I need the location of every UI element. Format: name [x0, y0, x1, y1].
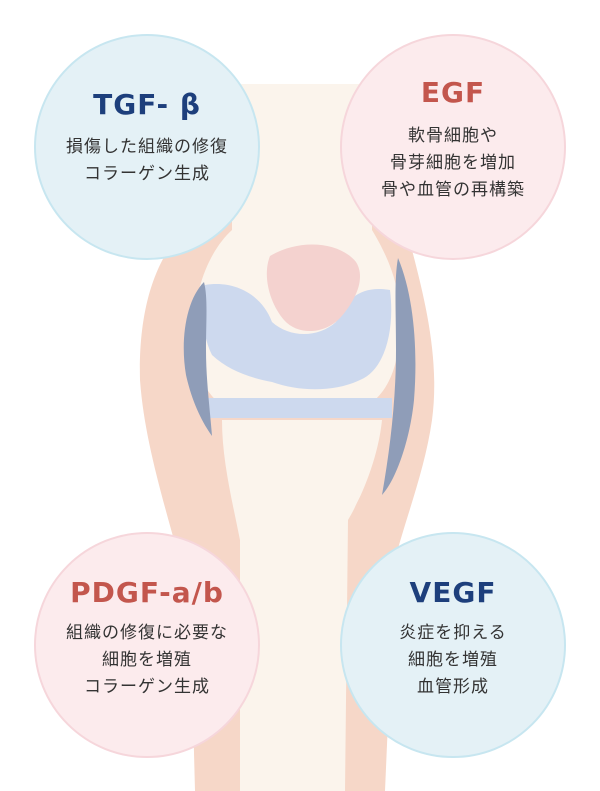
medial-meniscus — [183, 282, 212, 436]
egf-line-3: 骨や血管の再構築 — [381, 180, 525, 200]
vegf-title: VEGF — [409, 576, 497, 609]
vegf-line-1: 炎症を抑える — [399, 623, 507, 643]
egf-circle: EGF 軟骨細胞や 骨芽細胞を増加 骨や血管の再構築 — [340, 34, 566, 260]
egf-title: EGF — [420, 76, 486, 109]
fibula — [350, 470, 390, 600]
egf-line-2: 骨芽細胞を増加 — [390, 153, 516, 173]
pdgf-line-3: コラーゲン生成 — [84, 677, 210, 697]
lateral-meniscus — [382, 258, 416, 495]
pdgf-line-1: 組織の修復に必要な — [66, 623, 228, 643]
egf-line-1: 軟骨細胞や — [408, 126, 498, 146]
vegf-line-2: 細胞を増殖 — [408, 650, 498, 670]
tgf-circle: TGF- β 損傷した組織の修復 コラーゲン生成 — [34, 34, 260, 260]
egf-description: 軟骨細胞や 骨芽細胞を増加 骨や血管の再構築 — [342, 123, 564, 204]
tibial-cartilage — [208, 398, 392, 418]
patella — [266, 244, 361, 332]
vegf-line-3: 血管形成 — [417, 677, 489, 697]
tgf-line-1: 損傷した組織の修復 — [66, 137, 228, 157]
pdgf-line-2: 細胞を増殖 — [102, 650, 192, 670]
pdgf-description: 組織の修復に必要な 細胞を増殖 コラーゲン生成 — [36, 620, 258, 701]
vegf-description: 炎症を抑える 細胞を増殖 血管形成 — [342, 620, 564, 701]
vegf-circle: VEGF 炎症を抑える 細胞を増殖 血管形成 — [340, 532, 566, 758]
tgf-title: TGF- β — [93, 88, 201, 121]
tgf-line-2: コラーゲン生成 — [84, 164, 210, 184]
pdgf-circle: PDGF-a/b 組織の修復に必要な 細胞を増殖 コラーゲン生成 — [34, 532, 260, 758]
tgf-description: 損傷した組織の修復 コラーゲン生成 — [36, 134, 258, 188]
tibia-inner — [222, 420, 382, 791]
pdgf-title: PDGF-a/b — [70, 576, 224, 609]
